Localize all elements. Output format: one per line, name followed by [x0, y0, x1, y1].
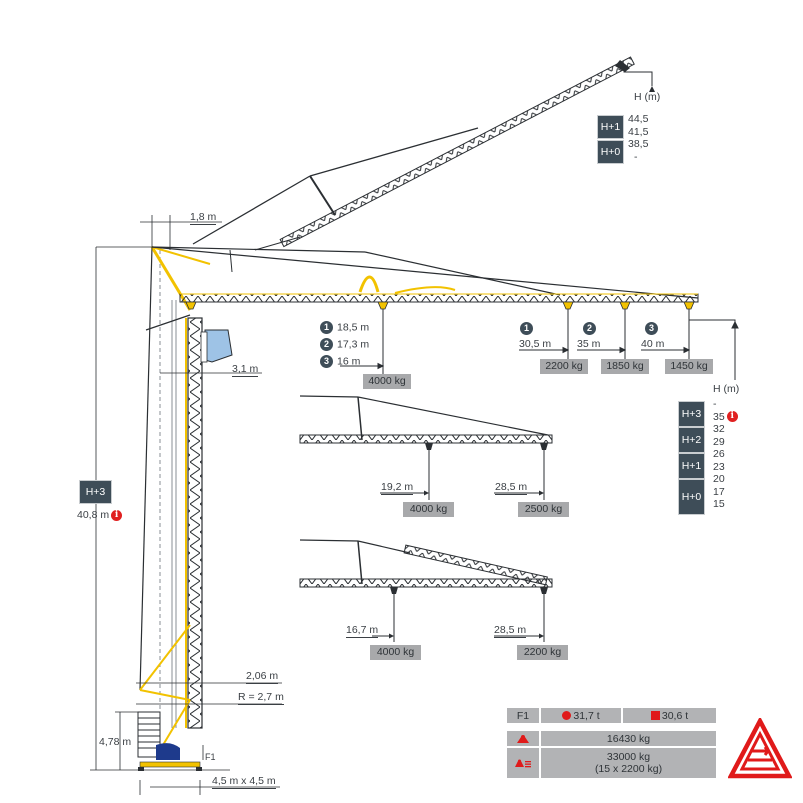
variant2-inner-load: 4000 kg: [370, 645, 421, 660]
ballast-height-label: 4,78 m: [99, 736, 132, 748]
config-1-badge: 1: [320, 321, 333, 334]
tower: [139, 246, 233, 729]
f1-label: F1: [507, 708, 541, 723]
tip-radius-3: 40 m: [641, 338, 665, 350]
specs-table: F1 31,7 t 30,6 t 16430 kg 33000 kg (15 x…: [507, 708, 716, 780]
triangle-arrow-logo: [728, 718, 792, 779]
luffing-heights: 44,5 41,5 38,5 -: [628, 113, 649, 163]
jib-variant-1-drawing: [299, 395, 553, 500]
tip-load-1: 2200 kg: [540, 359, 588, 374]
f1-row: F1 31,7 t 30,6 t: [507, 708, 716, 723]
tip-radius-1: 30,5 m: [519, 338, 552, 350]
ballast-row: 33000 kg (15 x 2200 kg): [507, 748, 716, 778]
top-offset-label: 1,8 m: [190, 211, 217, 225]
f1-circle-value: 31,7 t: [541, 708, 623, 723]
tower-box-h2: H+2: [678, 427, 705, 453]
weight-row: 16430 kg: [507, 731, 716, 746]
variant2-tip-radius: 28,5 m: [494, 624, 527, 638]
variant1-tip-load: 2500 kg: [518, 502, 569, 517]
variant1-tip-radius: 28,5 m: [495, 481, 528, 495]
tip-config-3-badge: 3: [645, 322, 662, 335]
radius-label: R = 2,7 m: [238, 691, 284, 705]
luffing-box-h0: H+0: [597, 140, 624, 164]
config-2-badge: 2: [320, 338, 333, 351]
f1-square-value: 30,6 t: [623, 708, 716, 723]
tip-radius-2: 35 m: [577, 338, 601, 350]
ballast-stack-icon: [507, 748, 541, 778]
variant2-inner-radius: 16,7 m: [346, 624, 379, 638]
jib-variant-2-drawing: [299, 539, 553, 642]
tower-height-box: H+3: [79, 480, 112, 504]
tower-box-h0: H+0: [678, 479, 705, 515]
luffing-h-unit: H (m): [634, 91, 661, 103]
inner-load-label: 4000 kg: [363, 374, 411, 389]
crane-base: [90, 215, 282, 795]
base-size-label: 4,5 m x 4,5 m: [212, 775, 276, 789]
tip-load-3: 1450 kg: [665, 359, 713, 374]
luffing-box-h1: H+1: [597, 115, 624, 139]
circle-icon: [562, 711, 572, 720]
main-jib: [151, 246, 739, 380]
variant1-inner-load: 4000 kg: [403, 502, 454, 517]
tower-box-h1: H+1: [678, 453, 705, 479]
cab-offset-label: 3,1 m: [232, 363, 259, 377]
offset-206-label: 2,06 m: [246, 670, 279, 684]
tip-config-2-badge: 2: [583, 322, 600, 335]
variant2-tip-load: 2200 kg: [517, 645, 568, 660]
tip-config-1-badge: 1: [520, 322, 537, 335]
ballast-value: 33000 kg (15 x 2200 kg): [541, 748, 716, 778]
tower-box-h3: H+3: [678, 401, 705, 427]
luffed-jib: [192, 56, 655, 251]
info-icon[interactable]: i: [726, 411, 738, 423]
square-icon: [650, 711, 660, 720]
tip-load-2: 1850 kg: [601, 359, 649, 374]
variant1-inner-radius: 19,2 m: [381, 481, 414, 495]
info-icon[interactable]: i: [111, 509, 123, 521]
config-3-badge: 3: [320, 355, 333, 368]
force-f1-label: F1: [205, 752, 216, 762]
weight-icon: [507, 731, 541, 746]
tower-h-unit: H (m): [713, 383, 740, 395]
weight-value: 16430 kg: [541, 731, 716, 746]
